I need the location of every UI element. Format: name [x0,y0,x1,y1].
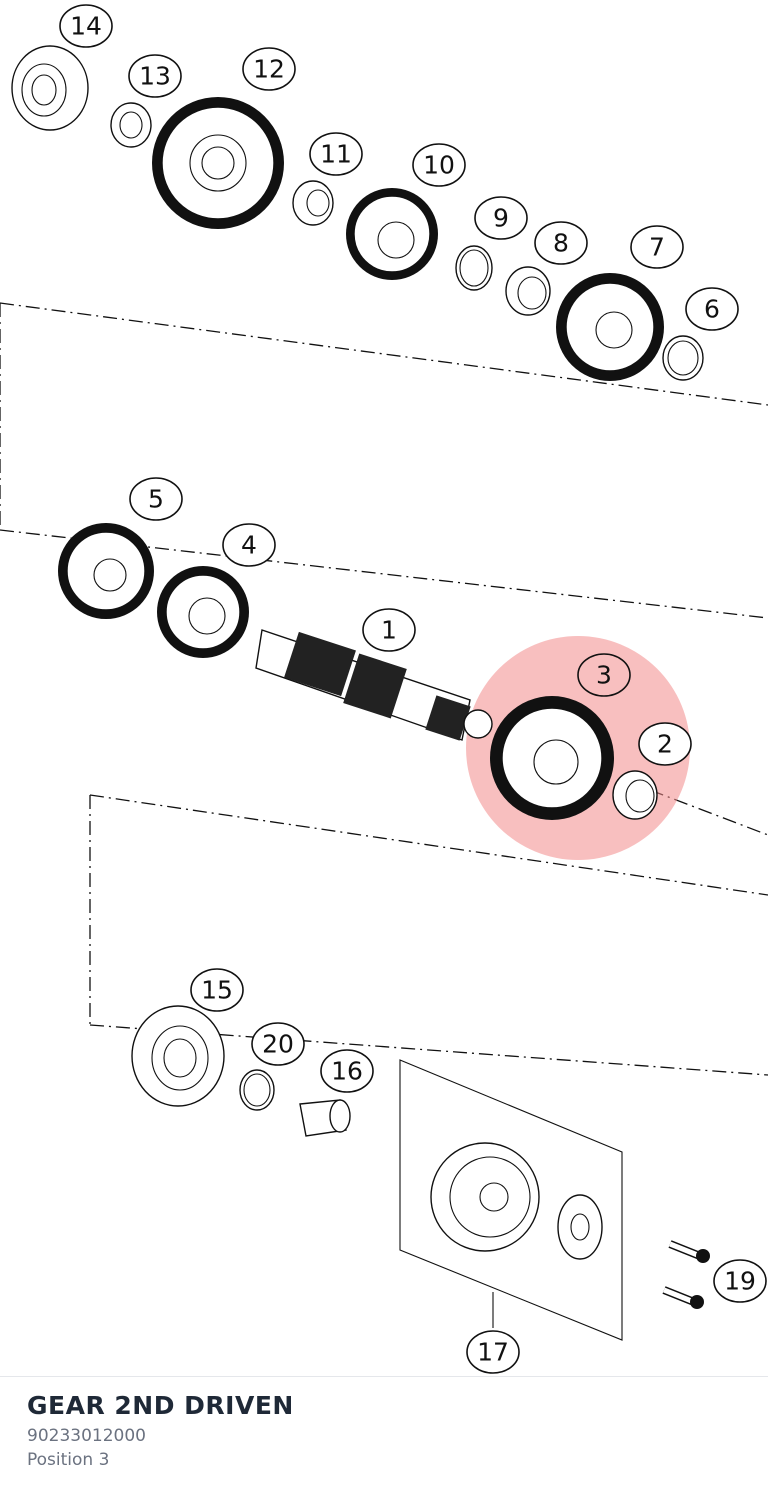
callout-label: 4 [241,531,257,560]
callout-label: 11 [320,140,352,169]
callout-6[interactable]: 6 [685,287,739,331]
callout-19[interactable]: 19 [713,1259,767,1303]
callout-1[interactable]: 1 [362,608,416,652]
callout-label: 7 [649,233,665,262]
part-6-ring[interactable] [662,335,704,381]
part-17-sprocket-kit[interactable] [399,1059,623,1341]
callout-8[interactable]: 8 [534,221,588,265]
callout-circle [128,54,182,98]
callout-4[interactable]: 4 [222,523,276,567]
callout-circle [129,477,183,521]
callout-circle [320,1049,374,1093]
part-info-footer: GEAR 2ND DRIVEN 90233012000 Position 3 [0,1376,768,1492]
part-15-bearing[interactable] [131,1005,225,1107]
callout-14[interactable]: 14 [59,4,113,48]
callout-13[interactable]: 13 [128,54,182,98]
part-number: 90233012000 [27,1426,146,1446]
part-20-ring[interactable] [239,1069,275,1111]
callout-label: 2 [657,730,673,759]
callout-label: 6 [704,295,720,324]
callout-7[interactable]: 7 [630,225,684,269]
callout-circle [685,287,739,331]
part-10-gear[interactable] [346,188,438,280]
part-11-bushing[interactable] [292,180,334,226]
callout-circle [59,4,113,48]
callout-circle [362,608,416,652]
part-13-washer[interactable] [110,102,152,148]
assembly-line-shaft-end [649,789,768,836]
part-1-shaft[interactable] [255,629,493,741]
callout-label: 8 [553,229,569,258]
callout-circle [638,722,692,766]
part-4-gear[interactable] [157,566,249,658]
part-14-bearing[interactable] [11,45,89,131]
callout-11[interactable]: 11 [309,132,363,176]
part-position: Position 3 [27,1450,110,1470]
part-12-gear[interactable] [152,97,284,229]
callout-16[interactable]: 16 [320,1049,374,1093]
callout-2[interactable]: 2 [638,722,692,766]
callout-label: 5 [148,485,164,514]
part-3-gear[interactable] [490,696,614,820]
callout-9[interactable]: 9 [474,196,528,240]
callout-label: 16 [331,1057,363,1086]
callout-17[interactable]: 17 [466,1330,520,1374]
callout-circle [251,1022,305,1066]
callout-label: 9 [493,204,509,233]
part-9-ring[interactable] [455,245,493,291]
part-5-gear[interactable] [58,523,154,619]
callout-20[interactable]: 20 [251,1022,305,1066]
callout-5[interactable]: 5 [129,477,183,521]
callout-circle [713,1259,767,1303]
callout-label: 1 [381,616,397,645]
callout-12[interactable]: 12 [242,47,296,91]
part-19-bolts[interactable] [662,1240,710,1309]
callout-label: 19 [724,1267,756,1296]
callout-label: 13 [139,62,171,91]
callout-circle [466,1330,520,1374]
callout-circle [577,653,631,697]
callout-circle [190,968,244,1012]
callout-label: 12 [253,55,285,84]
callout-circle [534,221,588,265]
callout-circle [412,143,466,187]
callout-3[interactable]: 3 [577,653,631,697]
callout-label: 3 [596,661,612,690]
callout-label: 10 [423,151,455,180]
callout-circle [242,47,296,91]
part-7-gear[interactable] [556,273,664,381]
assembly-line-mid [89,794,768,896]
callout-circle [222,523,276,567]
callout-label: 20 [262,1030,294,1059]
callout-15[interactable]: 15 [190,968,244,1012]
callout-10[interactable]: 10 [412,143,466,187]
callout-circle [474,196,528,240]
part-2-bushing[interactable] [612,770,658,820]
part-16-bushing[interactable] [299,1099,351,1137]
part-8-bushing[interactable] [505,266,551,316]
callout-circle [630,225,684,269]
callout-label: 17 [477,1338,509,1367]
callout-circle [309,132,363,176]
callout-label: 15 [201,976,233,1005]
part-name: GEAR 2ND DRIVEN [27,1391,294,1420]
assembly-line-upper-lower [0,529,768,619]
callout-label: 14 [70,12,102,41]
